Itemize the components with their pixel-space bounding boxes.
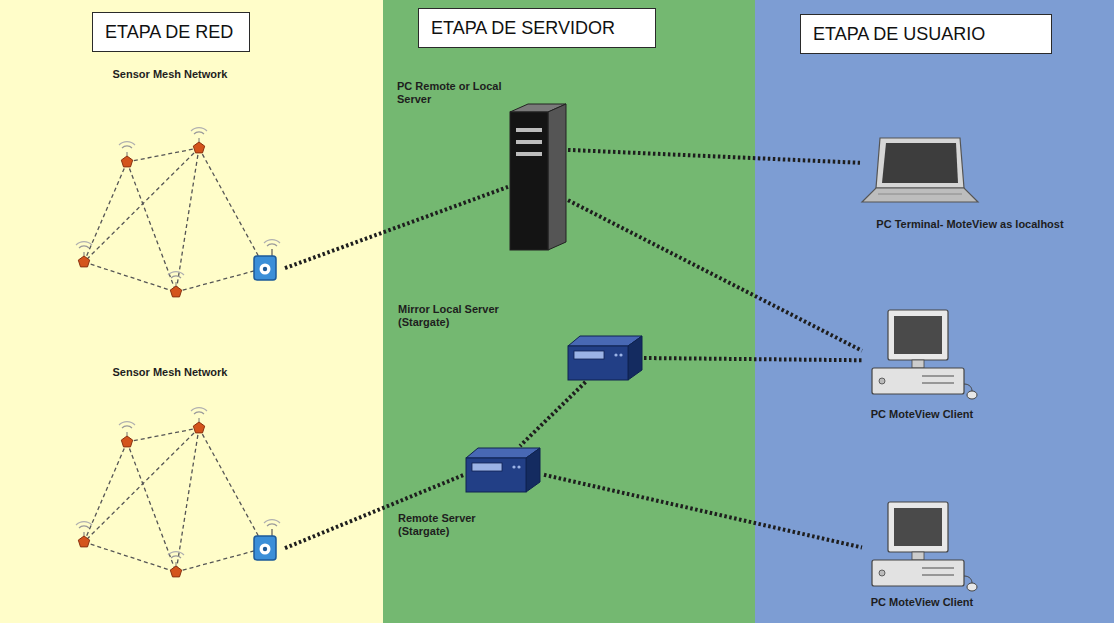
sensor-mesh-graphic [76, 408, 280, 577]
dotted-link [568, 150, 860, 163]
server-tower [510, 104, 566, 250]
sensor-mesh-network: Sensor Mesh Network [55, 68, 285, 298]
desktop-pc-icon [872, 310, 977, 399]
stage-heading: ETAPA DE USUARIO [800, 14, 1052, 54]
device-label: Mirror Local Server (Stargate) [398, 303, 538, 329]
laptop-terminal: PC Terminal- MoteView as localhost [860, 134, 980, 206]
server-stage-band: ETAPA DE SERVIDOR PC Remote or Local Serv… [383, 0, 755, 623]
dotted-link [568, 200, 862, 351]
laptop-icon [862, 138, 978, 202]
stargate-box [568, 336, 642, 380]
device-label: PC MoteView Client [852, 596, 992, 609]
device-label: PC MoteView Client [852, 408, 992, 421]
device-label: PC Terminal- MoteView as localhost [850, 218, 1090, 231]
network-stage-band: ETAPA DE REDSensor Mesh NetworkSensor Me… [0, 0, 383, 623]
dotted-link [644, 358, 862, 360]
user-stage-band: ETAPA DE USUARIO PC Terminal- MoteView as… [755, 0, 1114, 623]
stage-heading: ETAPA DE SERVIDOR [418, 8, 656, 48]
dotted-link [520, 382, 586, 446]
device-label: Sensor Mesh Network [55, 366, 285, 379]
sensor-mesh-network: Sensor Mesh Network [55, 366, 285, 598]
device-label: Remote Server (Stargate) [398, 512, 508, 538]
client-pc: PC MoteView Client [862, 308, 982, 403]
stargate-box [466, 448, 540, 492]
stage-heading: ETAPA DE RED [92, 12, 250, 52]
sensor-mesh-graphic [76, 128, 280, 297]
device-label: PC Remote or Local Server [397, 80, 505, 106]
client-pc: PC MoteView Client [862, 500, 982, 595]
dotted-link [285, 187, 508, 268]
server-node: PC Remote or Local Server [508, 104, 568, 252]
dotted-link [285, 475, 464, 548]
dotted-link [544, 475, 862, 548]
device-label: Sensor Mesh Network [55, 68, 285, 81]
desktop-pc-icon [872, 502, 977, 591]
stargate-server: Mirror Local Server (Stargate) [566, 334, 644, 382]
stargate-server: Remote Server (Stargate) [464, 446, 544, 494]
